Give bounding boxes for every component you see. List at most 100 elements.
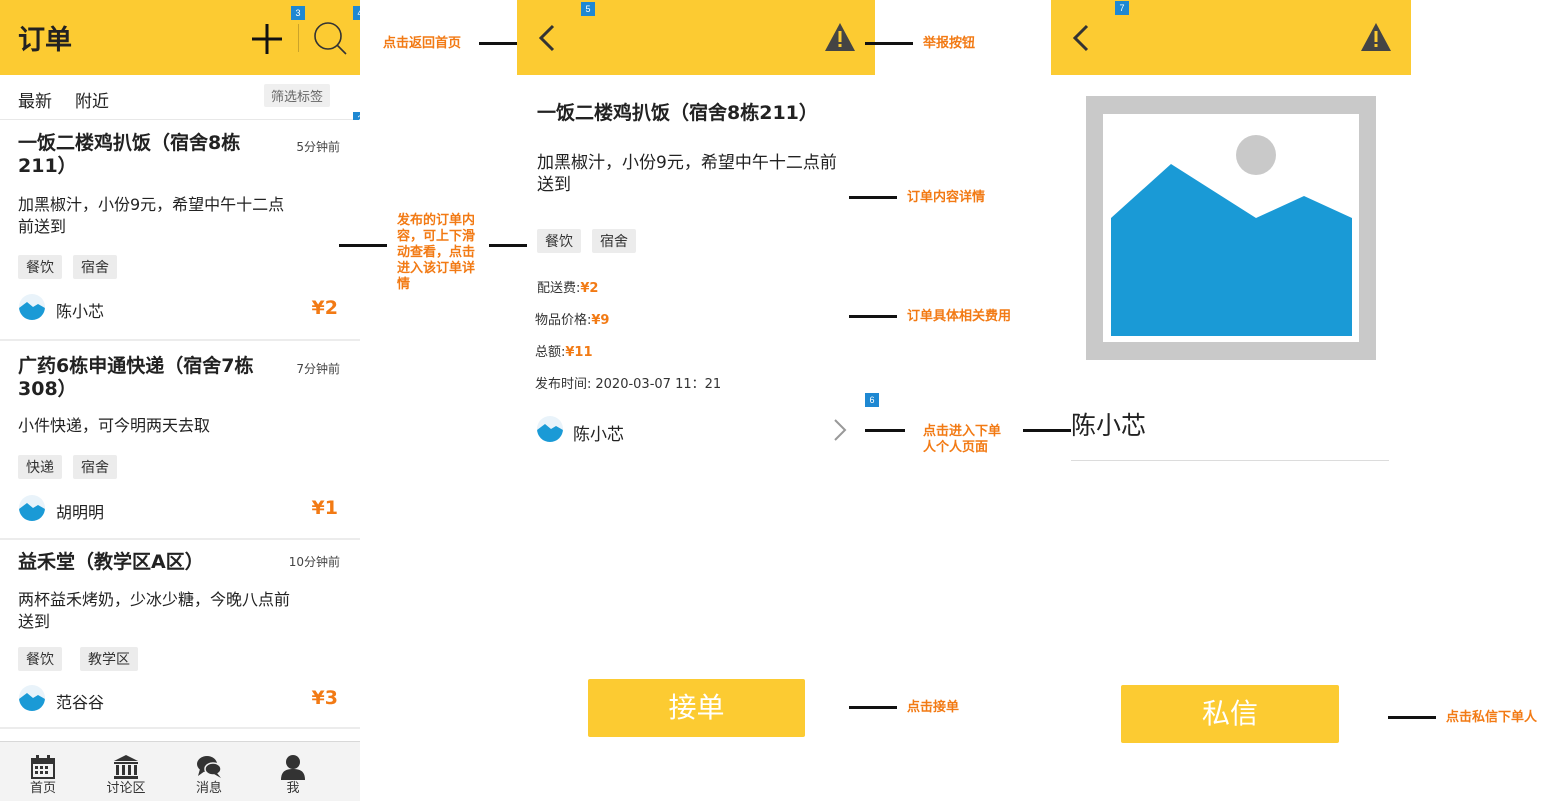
total-amount: 总额:¥11 <box>535 341 593 360</box>
publish-time: 发布时间:2020-03-07 11：21 <box>535 373 721 392</box>
annotation-report: 举报按钮 <box>923 36 976 51</box>
filter-bar: 最新 附近 <box>0 75 360 120</box>
avatar <box>19 685 45 711</box>
order-price: ¥2 <box>311 297 338 319</box>
divider <box>1071 460 1389 461</box>
nav-label: 我 <box>286 781 300 796</box>
tab-nearby[interactable]: 附近 <box>75 92 109 112</box>
annotation-fee-detail: 订单具体相关费用 <box>907 309 1012 324</box>
user-icon <box>281 755 305 780</box>
goods-price: 物品价格:¥9 <box>535 309 609 328</box>
avatar <box>537 416 563 442</box>
annotation-line <box>849 315 897 318</box>
order-card[interactable]: 广药6栋申通快递（宿舍7栋308） 7分钟前 小件快递，可今明两天去取 快递 宿… <box>0 341 360 540</box>
annotation-line <box>1023 429 1071 432</box>
plus-icon[interactable] <box>250 22 284 56</box>
annotation-badge: 2 <box>353 112 360 126</box>
nav-discussion[interactable]: 讨论区 <box>96 742 156 801</box>
annotation-line <box>489 244 527 247</box>
annotation-badge: 7 <box>1115 1 1129 15</box>
order-desc: 加黑椒汁，小份9元，希望中午十二点前送到 <box>18 195 285 236</box>
chat-icon <box>197 756 222 778</box>
order-tag: 宿舍 <box>73 455 117 479</box>
order-desc: 小件快递，可今明两天去取 <box>18 416 211 435</box>
header-divider <box>298 24 299 52</box>
accept-order-button[interactable]: 接单 <box>588 679 805 737</box>
order-tag: 餐饮 <box>18 647 62 671</box>
filter-tags-button[interactable]: 筛选标签 <box>264 84 331 107</box>
home-header: 订单 3 4 <box>0 0 360 75</box>
order-tag: 快递 <box>18 455 62 479</box>
annotation-content-detail: 订单内容详情 <box>907 190 986 205</box>
nav-messages[interactable]: 消息 <box>179 742 239 801</box>
annotation-enter-profile: 点击进入下单人个人页面 <box>923 424 1002 455</box>
order-desc: 两杯益禾烤奶，少冰少糖，今晚八点前送到 <box>18 590 291 631</box>
order-card[interactable]: 益禾堂（教学区A区） 10分钟前 两杯益禾烤奶，少冰少糖，今晚八点前送到 餐饮 … <box>0 540 360 729</box>
poster-name: 陈小芯 <box>573 425 624 445</box>
order-time: 5分钟前 <box>296 140 340 154</box>
order-time: 10分钟前 <box>288 555 340 569</box>
detail-title: 一饭二楼鸡扒饭（宿舍8栋211） <box>537 102 818 124</box>
annotation-badge: 3 <box>291 6 305 20</box>
order-price: ¥1 <box>311 497 338 519</box>
tab-latest[interactable]: 最新 <box>18 92 52 112</box>
annotation-order-list: 发布的订单内容，可上下滑动查看，点击进入该订单详情 <box>397 213 476 292</box>
order-tag: 餐饮 <box>18 255 62 279</box>
profile-header: 7 <box>1051 0 1411 75</box>
order-title: 广药6栋申通快递（宿舍7栋308） <box>18 355 254 400</box>
profile-name: 陈小芯 <box>1071 411 1147 440</box>
delivery-fee: 配送费:¥2 <box>537 277 598 296</box>
back-icon[interactable] <box>535 22 559 54</box>
order-title: 一饭二楼鸡扒饭（宿舍8栋211） <box>18 132 241 177</box>
annotation-badge: 4 <box>353 6 360 20</box>
order-price: ¥3 <box>311 687 338 709</box>
nav-me[interactable]: 我 <box>263 742 323 801</box>
back-icon[interactable] <box>1069 22 1093 54</box>
fee-value: ¥9 <box>591 313 610 328</box>
nav-label: 首页 <box>29 781 56 796</box>
annotation-badge: 6 <box>865 393 879 407</box>
annotation-message: 点击私信下单人 <box>1446 710 1538 725</box>
annotation-line <box>865 42 913 45</box>
nav-label: 讨论区 <box>106 781 146 796</box>
order-user-name: 陈小芯 <box>56 302 105 321</box>
fee-label: 发布时间: <box>535 377 592 392</box>
poster-row[interactable]: 陈小芯 <box>536 415 856 445</box>
search-icon[interactable] <box>312 20 348 56</box>
detail-desc: 加黑椒汁，小份9元，希望中午十二点前送到 <box>537 153 837 195</box>
time-value: 2020-03-07 11：21 <box>595 377 722 392</box>
annotation-accept: 点击接单 <box>907 700 960 715</box>
annotation-line <box>849 706 897 709</box>
page-title: 订单 <box>18 25 72 56</box>
bottom-nav: 首页 讨论区 消息 我 <box>0 741 360 801</box>
order-tag: 宿舍 <box>73 255 117 279</box>
fee-label: 物品价格: <box>535 313 592 328</box>
profile-image <box>1086 96 1376 360</box>
order-time: 7分钟前 <box>296 362 340 376</box>
annotation-back-home: 点击返回首页 <box>383 36 462 51</box>
annotation-line <box>479 42 527 45</box>
avatar <box>19 495 45 521</box>
fee-label: 总额: <box>535 345 566 360</box>
chevron-right-icon[interactable] <box>832 417 848 443</box>
nav-home[interactable]: 首页 <box>13 742 73 801</box>
home-screen: 订单 3 4 最新 附近 筛选标签 2 一饭二楼鸡扒饭（宿舍8栋211） 5分钟… <box>0 0 360 801</box>
annotation-line <box>865 429 905 432</box>
calendar-icon <box>31 755 55 779</box>
warning-icon[interactable] <box>1360 22 1392 52</box>
detail-tag: 餐饮 <box>537 229 581 253</box>
fee-label: 配送费: <box>537 281 581 296</box>
warning-icon[interactable] <box>824 22 856 52</box>
order-card[interactable]: 一饭二楼鸡扒饭（宿舍8栋211） 5分钟前 加黑椒汁，小份9元，希望中午十二点前… <box>0 120 360 341</box>
private-message-button[interactable]: 私信 <box>1121 685 1339 743</box>
annotation-line <box>339 244 387 247</box>
order-title: 益禾堂（教学区A区） <box>18 551 204 573</box>
order-user-name: 胡明明 <box>56 503 105 522</box>
order-user-name: 范谷谷 <box>56 693 105 712</box>
fee-value: ¥11 <box>565 345 593 360</box>
nav-label: 消息 <box>195 781 222 796</box>
fee-value: ¥2 <box>580 281 599 296</box>
detail-tag: 宿舍 <box>592 229 636 253</box>
annotation-line <box>1388 716 1436 719</box>
annotation-line <box>849 196 897 199</box>
